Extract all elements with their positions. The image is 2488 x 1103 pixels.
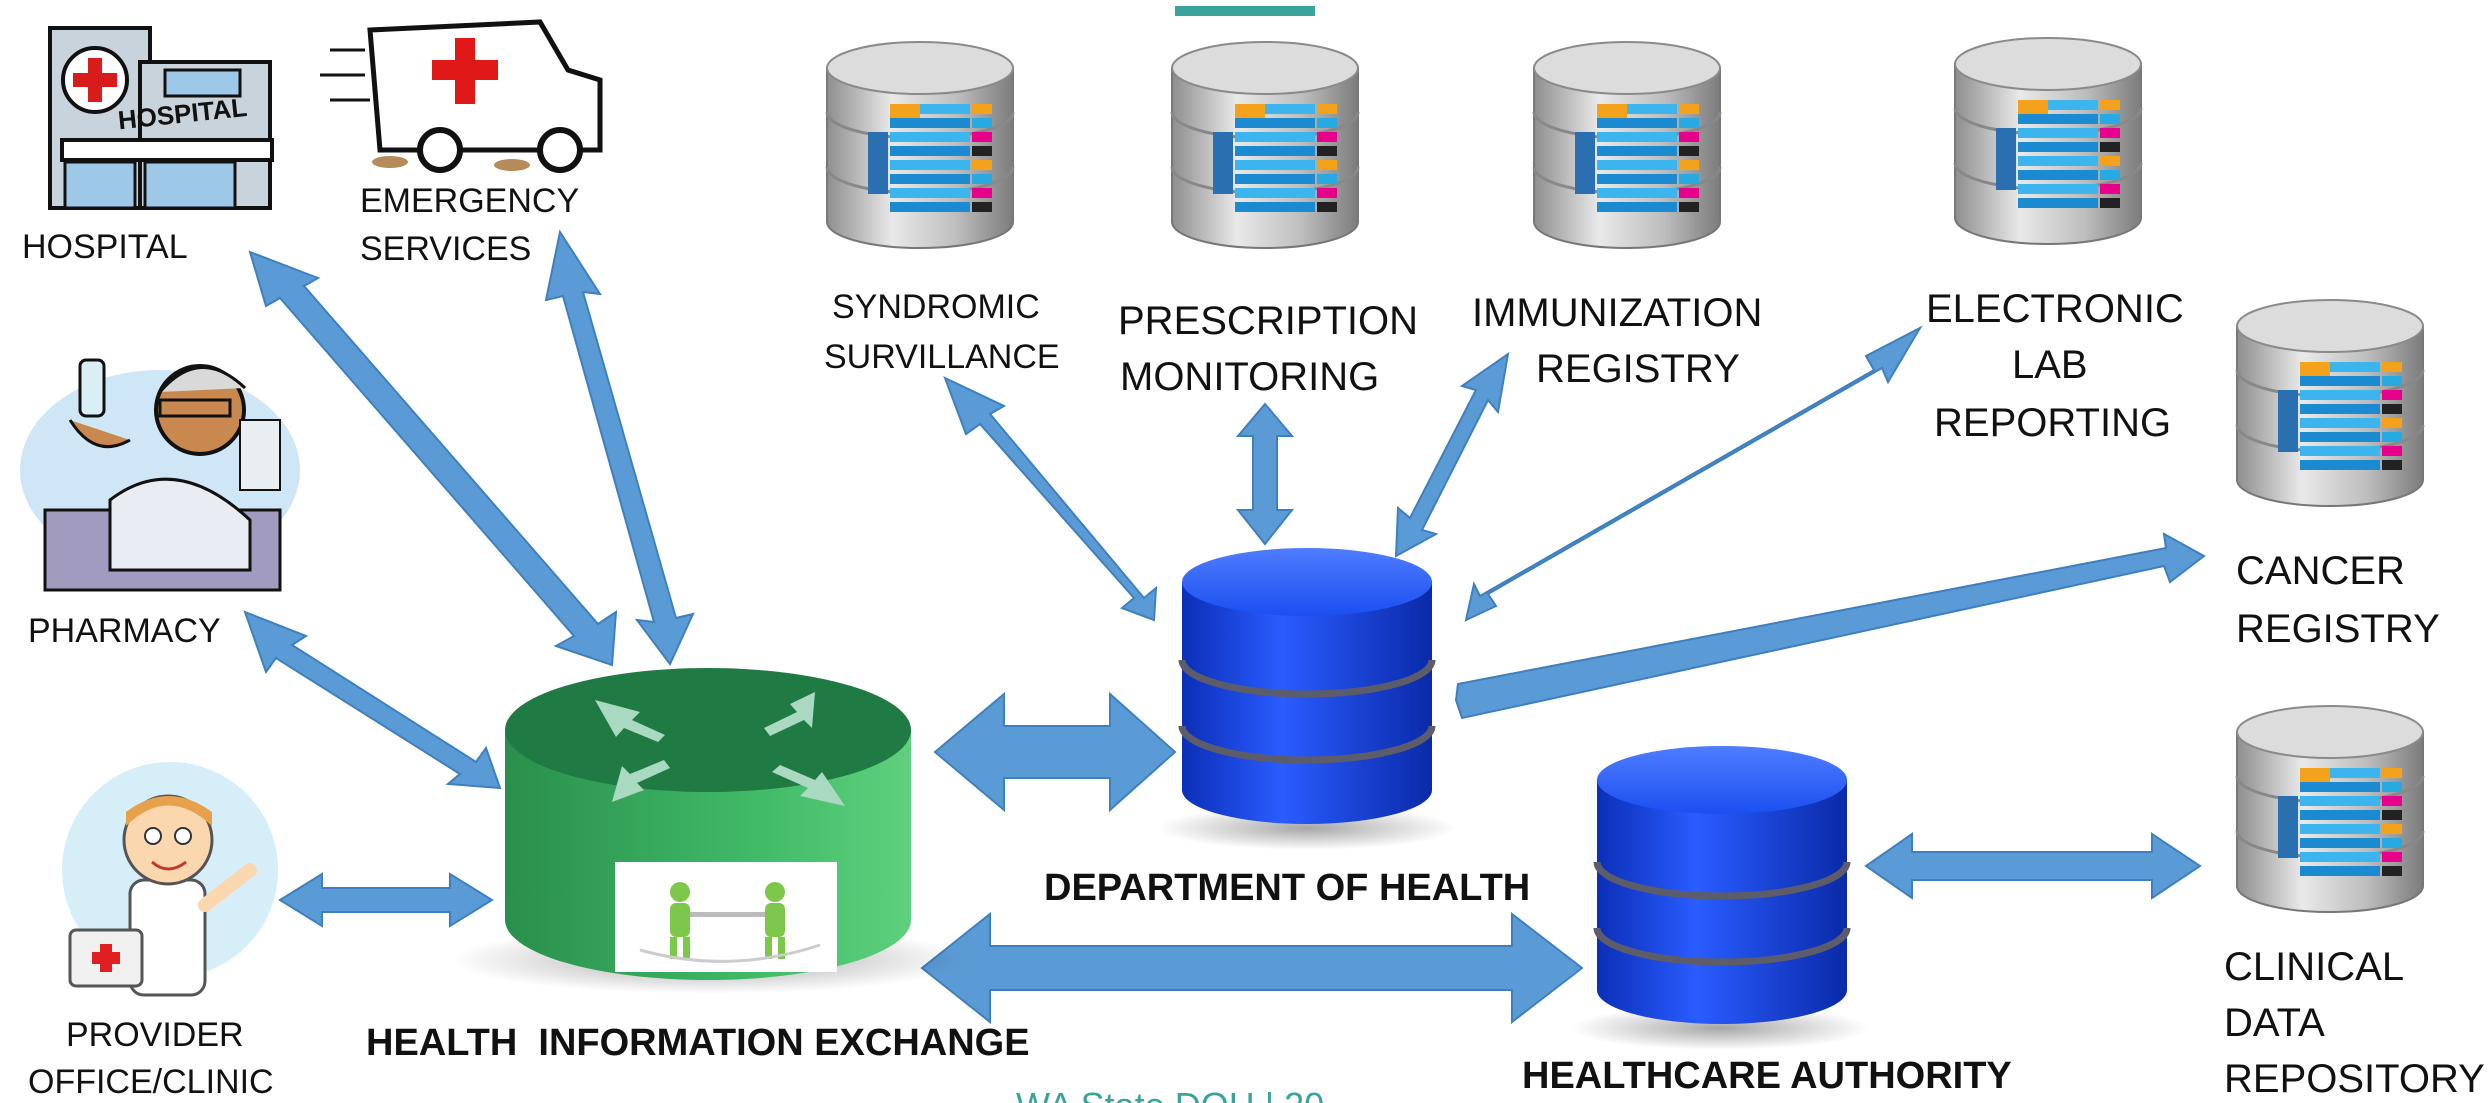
hie-router-icon <box>450 668 970 994</box>
provider-label-line1: PROVIDER <box>66 1016 244 1054</box>
arrow-pharmacy-hie <box>243 610 502 790</box>
clinical-database-icon <box>2235 705 2425 913</box>
elr-label-line2: LAB <box>2012 343 2088 387</box>
provider-label-line2: OFFICE/CLINIC <box>28 1063 274 1101</box>
immunization-label-line1: IMMUNIZATION <box>1472 291 1762 335</box>
prescription-label-line2: MONITORING <box>1120 355 1379 399</box>
hca-label: HEALTHCARE AUTHORITY <box>1522 1055 2012 1097</box>
clinical-label-line2: DATA <box>2224 1001 2325 1045</box>
cancer-database-icon <box>2235 299 2425 507</box>
ambulance-icon <box>320 19 603 173</box>
arrow-doh-cancer <box>1454 532 2206 720</box>
arrow-prescription-doh <box>1235 402 1295 546</box>
arrow-syndromic-doh <box>943 376 1158 622</box>
node-labels: HOSPITAL EMERGENCY SERVICES PHARMACY PRO… <box>22 182 2485 1103</box>
hca-database-icon <box>1570 746 1870 1050</box>
hospital-label: HOSPITAL <box>22 228 188 266</box>
arrow-hie-doh <box>933 691 1177 813</box>
arrow-emergency-hie <box>544 229 695 666</box>
prescription-database-icon <box>1170 41 1360 249</box>
doctor-icon <box>62 762 278 997</box>
hospital-icon: HOSPITAL <box>48 26 274 210</box>
syndromic-label-line2: SURVILLANCE <box>824 338 1060 376</box>
arrow-provider-hie <box>278 872 494 928</box>
arrow-immunization-doh <box>1394 351 1510 558</box>
elr-database-icon <box>1953 37 2143 245</box>
cancer-label-line1: CANCER <box>2236 549 2405 593</box>
cancer-label-line2: REGISTRY <box>2236 607 2440 651</box>
doh-label: DEPARTMENT OF HEALTH <box>1044 867 1530 909</box>
hie-label: HEALTH INFORMATION EXCHANGE <box>366 1022 1030 1064</box>
syndromic-label-line1: SYNDROMIC <box>832 288 1040 326</box>
arrow-hospital-hie <box>248 250 618 667</box>
router-arrows-icon <box>595 692 845 806</box>
top-accent-bar <box>1175 6 1315 16</box>
pharmacy-label: PHARMACY <box>28 612 221 650</box>
arrow-hca-clinical <box>1864 832 2202 900</box>
connection-arrows <box>243 229 2206 1025</box>
immunization-database-icon <box>1532 41 1722 249</box>
footer-text: WA State DOH | 20 <box>1016 1085 1324 1103</box>
emergency-label-line1: EMERGENCY <box>360 182 579 220</box>
syndromic-database-icon <box>825 41 1015 249</box>
elr-label-line1: ELECTRONIC <box>1926 287 2184 331</box>
doh-database-icon <box>1157 548 1457 850</box>
elr-label-line3: REPORTING <box>1934 401 2171 445</box>
arrow-elr-doh <box>1464 325 1923 622</box>
clinical-label-line1: CLINICAL <box>2224 945 2404 989</box>
clinical-label-line3: REPOSITORY <box>2224 1057 2485 1101</box>
emergency-label-line2: SERVICES <box>360 230 531 268</box>
people-exchange-icon <box>639 882 821 963</box>
arrow-hie-hca <box>920 911 1584 1025</box>
registry-databases <box>825 37 2425 913</box>
pharmacist-icon <box>20 358 300 592</box>
immunization-label-line2: REGISTRY <box>1536 347 1740 391</box>
prescription-label-line1: PRESCRIPTION <box>1118 299 1418 343</box>
